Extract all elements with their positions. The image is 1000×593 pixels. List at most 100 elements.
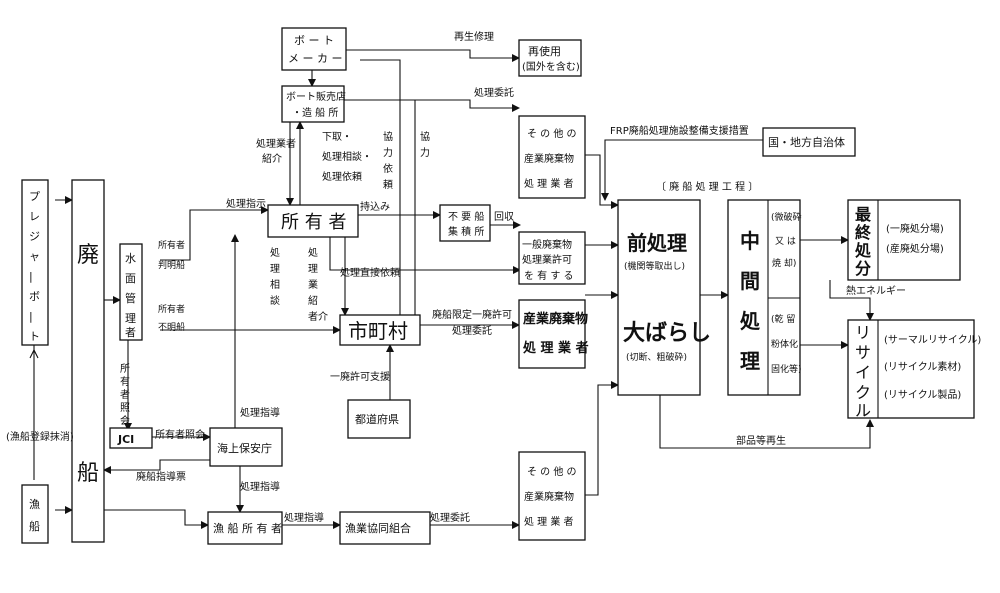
svg-text:粉体化: 粉体化 xyxy=(771,338,798,350)
svg-text:そ の 他 の: そ の 他 の xyxy=(527,465,577,478)
svg-text:頼: 頼 xyxy=(383,179,393,191)
svg-text:中: 中 xyxy=(740,229,760,253)
svg-text:者: 者 xyxy=(125,326,136,339)
svg-text:リ: リ xyxy=(855,323,871,342)
fishing-owner-box: 漁 船 所 有 者 xyxy=(207,511,283,545)
pleasure-boat-box: プレ ジャ |ボ |ト xyxy=(21,179,49,346)
pre-process-note: (機関等取出し) xyxy=(624,260,685,272)
edge-labels: 再生修理 処理委託 FRP廃船処理施設整備支援措置 〔 廃 船 処 理 工 程 … xyxy=(6,30,906,524)
label-instruction: 処理指示 xyxy=(226,197,266,210)
svg-text:談: 談 xyxy=(270,294,280,307)
svg-text:ボ: ボ xyxy=(29,290,40,303)
svg-text:者介: 者介 xyxy=(308,311,328,323)
reuse-label: 再使用 xyxy=(528,45,561,58)
svg-text:照: 照 xyxy=(120,402,130,414)
label-fishing-registry: (漁船登録抹消) xyxy=(6,430,74,443)
gov-label: 国・地方自治体 xyxy=(768,135,845,149)
intermediate-box: 中 間 処 理 (微破砕 又 は 焼 却) (乾 留 粉体化 固化等) xyxy=(727,199,802,396)
dismantle-label: 大ばらし xyxy=(623,321,711,346)
svg-text:処: 処 xyxy=(270,246,280,259)
svg-text:(乾 留: (乾 留 xyxy=(771,313,795,325)
svg-text:紹: 紹 xyxy=(308,294,318,307)
municipality-box: 市町村 xyxy=(339,314,421,346)
coast-guard-label: 海上保安庁 xyxy=(217,441,272,455)
svg-text:処 理 業 者: 処 理 業 者 xyxy=(522,340,589,356)
svg-text:協: 協 xyxy=(420,130,430,143)
svg-text:不 要 船: 不 要 船 xyxy=(448,210,484,223)
svg-text:理: 理 xyxy=(125,312,136,325)
svg-text:相: 相 xyxy=(270,278,280,291)
boat-dealer-box: ボート販売店 ・造 船 所 xyxy=(281,85,346,123)
other-waste-bottom-box: そ の 他 の 産業廃棄物 処 理 業 者 xyxy=(518,451,586,541)
boat-maker-box: ボ ー ト メ ー カ ー xyxy=(281,27,347,71)
svg-text:処 理 業 者: 処 理 業 者 xyxy=(524,177,574,190)
svg-text:漁: 漁 xyxy=(29,497,40,511)
svg-text:面: 面 xyxy=(125,272,136,285)
svg-text:所 有 者: 所 有 者 xyxy=(281,212,346,233)
svg-text:所有者: 所有者 xyxy=(158,239,185,251)
svg-text:依: 依 xyxy=(383,162,393,175)
svg-text:水: 水 xyxy=(125,252,136,265)
label-owner-inquiry: 所有者照会 xyxy=(155,428,205,441)
svg-text:産業廃棄物: 産業廃棄物 xyxy=(524,152,574,165)
municipality-label: 市町村 xyxy=(348,319,408,343)
label-recovery: 回収 xyxy=(494,211,514,223)
waste-ship-box: 廃 船 xyxy=(71,179,105,543)
svg-text:漁 船 所 有 者: 漁 船 所 有 者 xyxy=(213,521,282,535)
prefecture-box: 都道府県 xyxy=(347,399,411,439)
svg-text:処理依頼: 処理依頼 xyxy=(322,170,362,183)
recycle-box: リ サ イ ク ル (サーマルリサイクル) (リサイクル素材) (リサイクル製品… xyxy=(847,319,981,420)
svg-text:・造 船 所: ・造 船 所 xyxy=(292,106,338,119)
other-waste-top-box: そ の 他 の 産業廃棄物 処 理 業 者 xyxy=(518,115,586,199)
svg-text:レ: レ xyxy=(29,210,40,223)
svg-text:有: 有 xyxy=(120,375,130,388)
label-outsourcing-top: 処理委託 xyxy=(474,86,514,99)
prefecture-label: 都道府県 xyxy=(355,412,399,426)
svg-text:ャ: ャ xyxy=(29,250,40,263)
svg-text:力: 力 xyxy=(383,146,393,159)
svg-text:最: 最 xyxy=(855,205,872,224)
svg-text:サ: サ xyxy=(855,343,871,362)
svg-text:下取・: 下取・ xyxy=(322,131,352,143)
licensed-general-box: 一般廃棄物 処理業許可 を 有 す る xyxy=(518,231,586,285)
connectors xyxy=(29,49,874,529)
owner-box: 所 有 者 xyxy=(267,204,359,238)
svg-text:終: 終 xyxy=(855,223,872,242)
svg-text:紹介: 紹介 xyxy=(262,152,282,165)
svg-text:又 は: 又 は xyxy=(775,236,796,247)
svg-text:産業廃棄物: 産業廃棄物 xyxy=(523,311,588,327)
label-frp-support: FRP廃船処理施設整備支援措置 xyxy=(610,124,749,137)
svg-text:理: 理 xyxy=(270,263,280,275)
label-parts-regen: 部品等再生 xyxy=(736,434,786,447)
svg-text:処 理 業 者: 処 理 業 者 xyxy=(524,515,574,528)
svg-text:判明船: 判明船 xyxy=(158,259,185,271)
svg-text:協: 協 xyxy=(383,130,393,143)
svg-text:ボート販売店: ボート販売店 xyxy=(286,90,346,103)
label-limited-permit: 廃船限定一廃許可 xyxy=(432,308,512,321)
yard-box: 不 要 船 集 積 所 xyxy=(439,204,491,242)
label-guidance-fish: 処理指導 xyxy=(240,480,280,493)
svg-text:を 有 す る: を 有 す る xyxy=(524,269,574,282)
water-manager-box: 水面 管理 者 xyxy=(119,243,143,341)
svg-text:ル: ル xyxy=(855,401,871,420)
svg-text:集 積 所: 集 積 所 xyxy=(448,225,484,238)
label-outsource-coop: 処理委託 xyxy=(430,511,470,524)
svg-text:所有者: 所有者 xyxy=(158,303,185,315)
svg-text:(微破砕: (微破砕 xyxy=(771,211,802,223)
svg-text:分: 分 xyxy=(855,259,871,278)
label-process-header: 〔 廃 船 処 理 工 程 〕 xyxy=(656,180,758,193)
svg-text:|: | xyxy=(29,270,33,283)
label-heat-energy: 熱エネルギー xyxy=(846,284,906,297)
coast-guard-box: 海上保安庁 xyxy=(209,427,283,467)
label-waste-guidance: 廃船指導票 xyxy=(136,470,186,483)
svg-text:廃: 廃 xyxy=(77,243,99,268)
label-bring-in: 持込み xyxy=(360,200,390,213)
label-guidance-cg: 処理指導 xyxy=(240,406,280,419)
recycle-product: (リサイクル製品) xyxy=(884,388,961,401)
svg-text:不明船: 不明船 xyxy=(158,321,185,333)
svg-text:者: 者 xyxy=(120,389,130,401)
svg-text:船: 船 xyxy=(77,461,99,486)
label-general-permit: 一廃許可支援 xyxy=(330,370,390,383)
pre-process-label: 前処理 xyxy=(627,231,687,255)
